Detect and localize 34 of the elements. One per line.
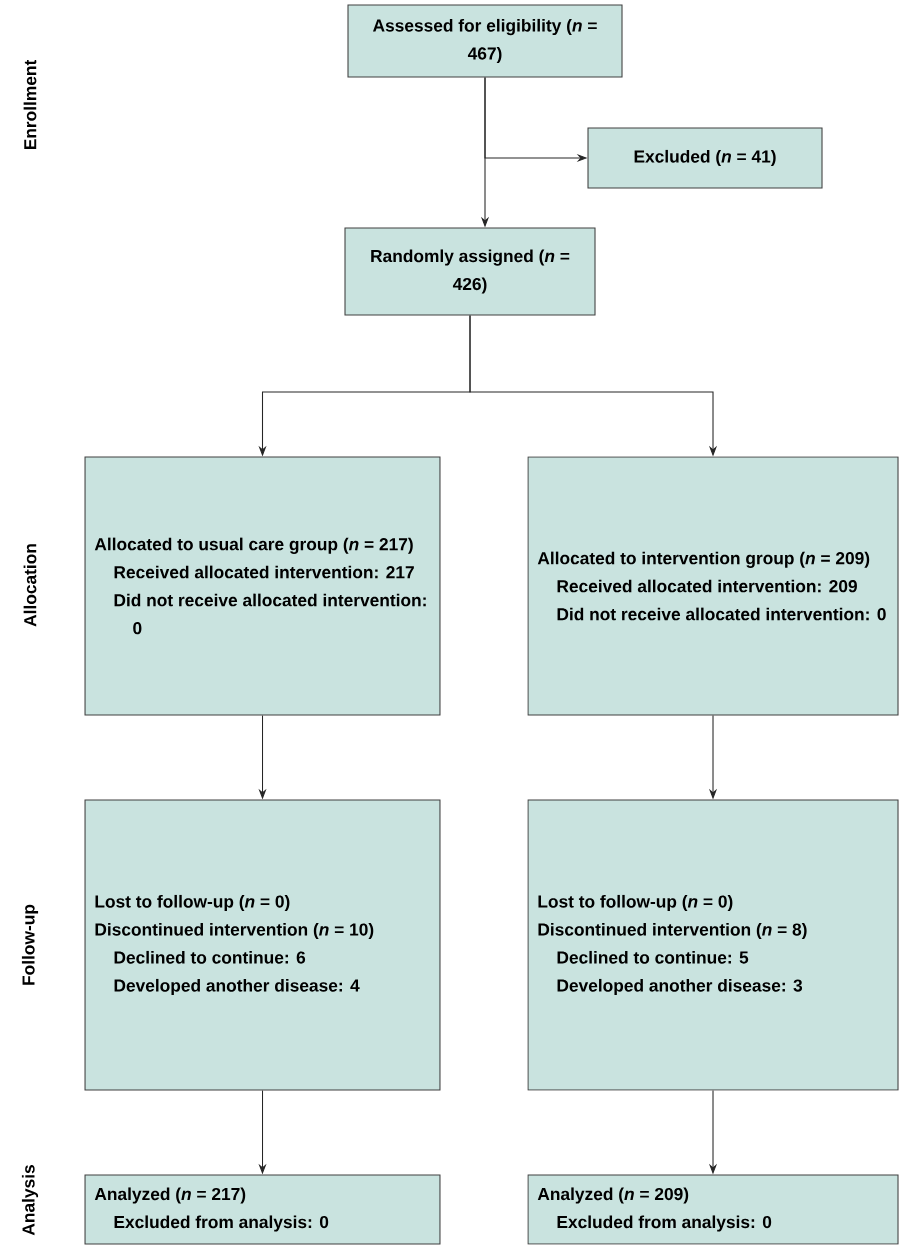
stage-label: Allocation [23,544,37,627]
box-text: Excluded from analysis: 0 [114,1215,329,1232]
flow-box [527,799,899,1091]
box-text: Allocated to usual care group (n = 217) [94,537,413,554]
box-text: Discontinued intervention (n = 8) [538,922,807,940]
box-text: Excluded (n = 41) [634,149,776,167]
box-text: Analyzed (n = 209) [537,1187,689,1204]
box-text: Assessed for eligibility (n = 467) [373,18,597,64]
box-text: Received allocated intervention: 209 [557,579,857,593]
box-text: Excluded from analysis: 0 [557,1215,772,1232]
flow-box [84,799,441,1091]
flow-box [527,456,899,716]
stage-label: Enrollment [23,59,37,150]
box-text: Declined to continue: 6 [114,950,306,964]
box-text: Received allocated intervention: 217 [114,565,414,579]
flow-box [587,127,823,189]
box-text: Developed another disease: 3 [557,978,803,996]
box-text: Declined to continue: 5 [557,950,749,964]
box-text: Randomly assigned (n = 426) [371,249,570,294]
box-text: Lost to follow-up (n = 0) [538,894,733,912]
box-text: Developed another disease: 4 [114,978,360,996]
flow-box [347,4,623,78]
box-text: Discontinued intervention (n = 10) [95,922,374,940]
flow-box [84,1174,441,1245]
stage-label: Follow-up [21,904,39,985]
box-text: Lost to follow-up (n = 0) [95,894,290,912]
box-text: Analyzed (n = 217) [94,1187,246,1204]
flow-box [344,227,596,316]
box-text: Did not receive allocated intervention: 0 [114,593,426,635]
box-text: Did not receive allocated intervention: 0 [557,607,886,621]
box-text: Allocated to intervention group (n = 209) [537,551,870,568]
stage-label: Analysis [21,1165,39,1236]
flow-box [84,456,441,716]
flow-box [527,1174,899,1245]
